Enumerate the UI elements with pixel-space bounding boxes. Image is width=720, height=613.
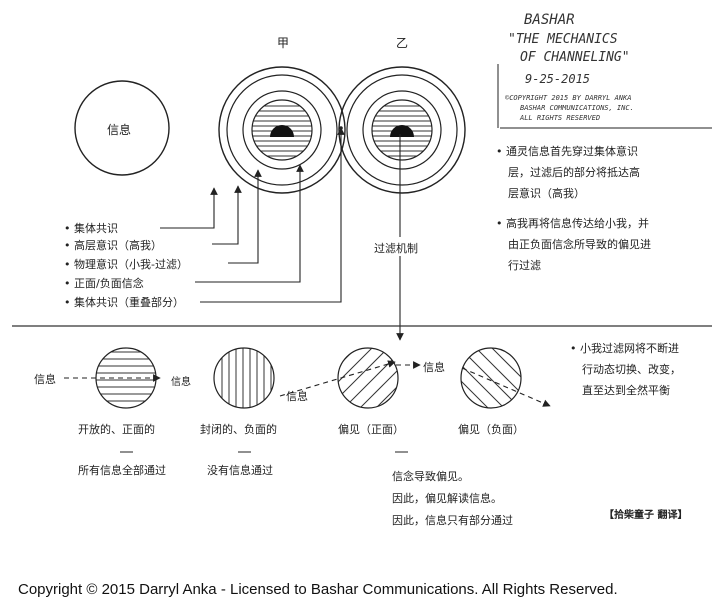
- caption-bias-negative: 偏见（负面）: [458, 423, 524, 436]
- signature-copy-1: ©COPYRIGHT 2015 BY DARRYL ANKA: [505, 94, 632, 102]
- info-circle-label: 信息: [107, 123, 132, 137]
- note-3: 小我过滤网将不断进 行动态切换、改变， 直至达到全然平衡: [570, 338, 681, 401]
- signature-name: BASHAR: [524, 12, 575, 28]
- label-jia: 甲: [277, 36, 290, 50]
- caption-closed: 封闭的、负面的: [200, 423, 277, 436]
- sub-closed: 没有信息通过: [207, 464, 273, 477]
- caption-bias-positive: 偏见（正面）: [338, 423, 404, 436]
- signature-title-2: OF CHANNELING": [520, 50, 630, 65]
- copyright-footer: Copyright © 2015 Darryl Anka - Licensed …: [18, 581, 618, 598]
- signature-date: 9-25-2015: [525, 72, 591, 86]
- signature-copy-3: ALL RIGHTS RESERVED: [520, 114, 601, 122]
- info-circle: [74, 80, 170, 176]
- list-item-overlap: 集体共识（重叠部分）: [64, 294, 184, 310]
- circle-group-yi: [338, 66, 466, 194]
- label-yi: 乙: [396, 36, 409, 50]
- info-label-c: 信息: [286, 390, 308, 403]
- info-label-d: 信息: [423, 361, 445, 374]
- note-2: 高我再将信息传达给小我，并 由正负面信念所导致的偏见进 行过滤: [496, 213, 651, 276]
- circle-group-jia: [218, 66, 346, 194]
- signature-title-1: "THE MECHANICS: [508, 32, 618, 47]
- filter-mechanism-label: 过滤机制: [372, 240, 420, 256]
- signature-copy-2: BASHAR COMMUNICATIONS, INC.: [520, 104, 634, 112]
- translator-credit: 【拾柴童子 翻译】: [604, 510, 688, 521]
- list-pointers: [160, 127, 345, 303]
- info-flow-arrows: [64, 360, 551, 407]
- filter-bias-positive-circle: [337, 347, 399, 409]
- info-label-a: 信息: [34, 373, 56, 386]
- list-item-higher-self: 高层意识（高我）: [64, 237, 162, 253]
- filter-closed-circle: [213, 347, 275, 409]
- list-item-physical: 物理意识（小我-过滤）: [64, 256, 188, 272]
- filter-bias-negative-circle: [460, 347, 522, 409]
- info-label-b: 信息: [171, 377, 191, 388]
- note-1: 通灵信息首先穿过集体意识 层，过滤后的部分将抵达高 层意识（高我）: [496, 141, 640, 204]
- list-item-beliefs: 正面/负面信念: [64, 275, 144, 291]
- caption-open: 开放的、正面的: [78, 423, 155, 436]
- sub-open: 所有信息全部通过: [78, 464, 166, 477]
- belief-explanation: 信念导致偏见。 因此，偏见解读信息。 因此，信息只有部分通过: [392, 470, 513, 527]
- list-item-collective: 集体共识: [64, 220, 118, 236]
